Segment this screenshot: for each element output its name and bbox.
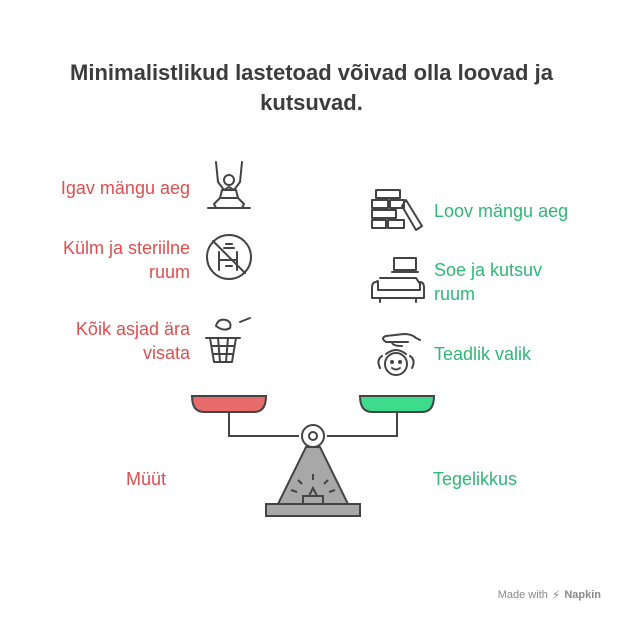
fact-label-warm-room: Soe ja kutsuv ruum <box>434 260 543 304</box>
fact-label-creative-play: Loov mängu aeg <box>434 201 569 221</box>
child-hand-icon <box>377 333 421 376</box>
scale-beam <box>228 409 398 437</box>
right-pan <box>358 395 436 413</box>
pivot <box>301 424 325 448</box>
no-furniture-icon <box>206 234 252 280</box>
badge-brand: Napkin <box>564 589 601 601</box>
gauge-marks <box>290 474 336 504</box>
blocks-icon <box>371 189 423 231</box>
myth-label-boring-play: Igav mängu aeg <box>60 178 190 198</box>
scale-label-reality: Tegelikkus <box>433 469 518 489</box>
swing-icon <box>207 161 251 209</box>
left-pan <box>190 395 268 413</box>
page-title: Minimalistlikud lastetoad võivad olla lo… <box>70 60 553 115</box>
made-with-badge[interactable]: Made with ⚡ Napkin <box>498 588 601 602</box>
trash-bin-icon <box>205 317 251 363</box>
napkin-logo-icon: ⚡ <box>551 588 561 602</box>
myth-label-cold-room: Külm ja steriilne ruum <box>62 238 190 282</box>
sofa-icon <box>371 257 425 303</box>
badge-prefix: Made with <box>497 589 548 601</box>
scale-label-myth: Müüt <box>125 469 166 489</box>
fact-label-mindful-choice: Teadlik valik <box>434 344 532 364</box>
myth-label-throw-away: Kõik asjad ära visata <box>75 319 190 363</box>
